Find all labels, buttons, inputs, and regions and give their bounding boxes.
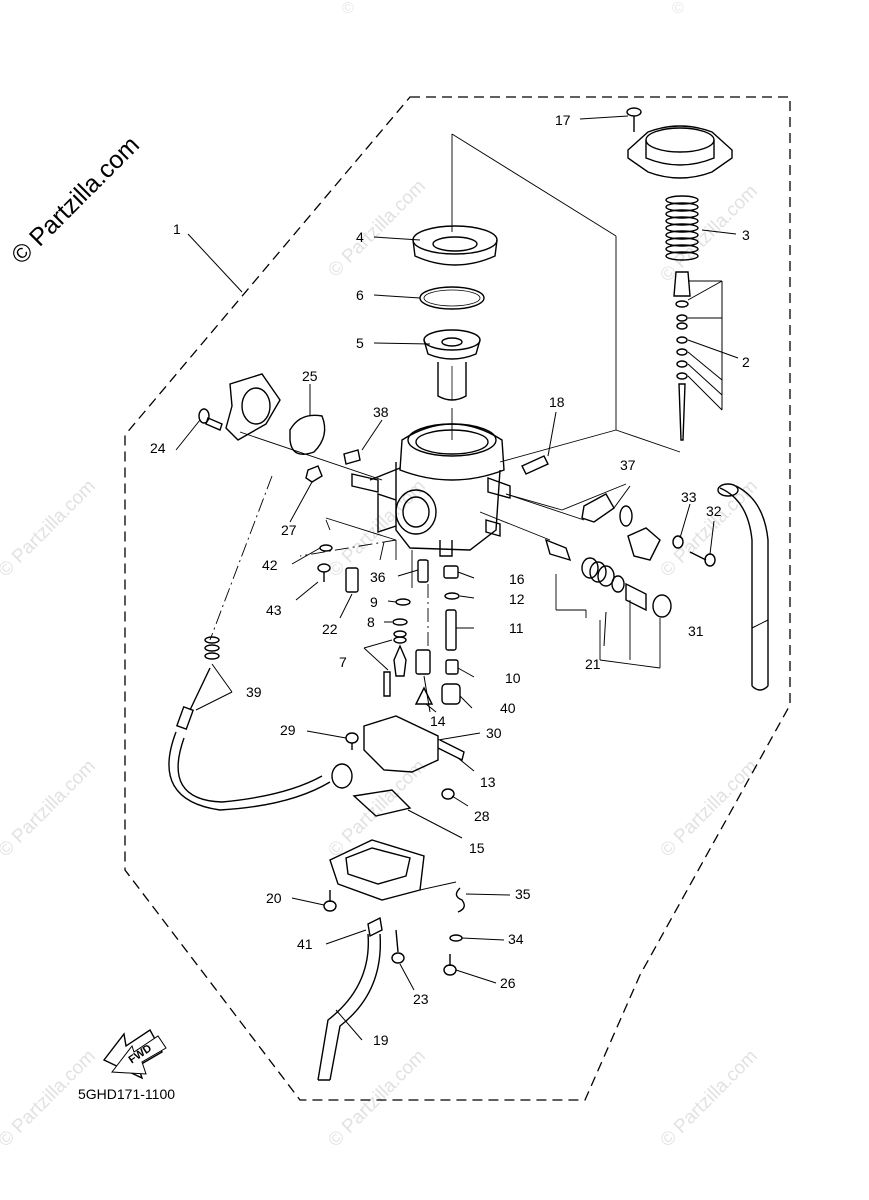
part-33-washer bbox=[672, 535, 684, 549]
part-37-cover bbox=[581, 493, 661, 561]
callout-14: 14 bbox=[430, 713, 446, 729]
callout-16: 16 bbox=[509, 571, 525, 587]
part-5-piston-valve bbox=[423, 329, 481, 401]
part-12-o-ring bbox=[444, 592, 460, 600]
callout-1: 1 bbox=[173, 221, 181, 237]
callout-35: 35 bbox=[515, 886, 531, 902]
callout-12: 12 bbox=[509, 591, 525, 607]
part-29-screw bbox=[345, 732, 359, 750]
part-carburetor-body bbox=[343, 423, 549, 557]
callout-36: 36 bbox=[370, 569, 386, 585]
callout-24: 24 bbox=[150, 440, 166, 456]
callout-3: 3 bbox=[742, 227, 750, 243]
part-43-screw bbox=[317, 563, 331, 582]
callout-38: 38 bbox=[373, 404, 389, 420]
callout-7: 7 bbox=[339, 654, 347, 670]
callout-18: 18 bbox=[549, 394, 565, 410]
part-17-screw bbox=[626, 107, 642, 132]
callout-11: 11 bbox=[509, 620, 524, 636]
part-3-spring bbox=[665, 195, 699, 261]
part-42-washer bbox=[319, 544, 333, 552]
callout-37: 37 bbox=[620, 457, 636, 473]
leader-lines bbox=[175, 115, 769, 1041]
callout-34: 34 bbox=[508, 931, 524, 947]
part-30-float bbox=[363, 715, 439, 773]
part-20-screw bbox=[323, 890, 337, 912]
callout-5: 5 bbox=[356, 335, 364, 351]
part-34-washer bbox=[449, 934, 463, 942]
part-float-bowl bbox=[329, 839, 425, 901]
callout-29: 29 bbox=[280, 722, 296, 738]
part-39-throttle-cable bbox=[168, 636, 353, 811]
part-21-screw-set bbox=[544, 538, 672, 618]
parts-drawing bbox=[168, 107, 769, 1081]
callout-39: 39 bbox=[246, 684, 262, 700]
callout-4: 4 bbox=[356, 229, 364, 245]
part-35-clip bbox=[455, 887, 465, 913]
fwd-arrow: FWD bbox=[102, 1028, 167, 1080]
callout-26: 26 bbox=[500, 975, 516, 991]
callout-33: 33 bbox=[681, 489, 697, 505]
callout-40: 40 bbox=[500, 700, 516, 716]
part-31-hose bbox=[719, 485, 769, 691]
part-2-needle-set bbox=[673, 271, 691, 441]
part-9-o-ring bbox=[395, 598, 411, 606]
part-14-pilot-jet bbox=[415, 649, 431, 675]
part-28-screw bbox=[441, 788, 455, 800]
callout-41: 41 bbox=[297, 936, 313, 952]
callout-43: 43 bbox=[266, 602, 282, 618]
callout-2: 2 bbox=[742, 354, 750, 370]
part-25-gasket bbox=[289, 414, 326, 455]
callout-32: 32 bbox=[706, 503, 722, 519]
part-8-o-ring bbox=[392, 618, 408, 626]
part-cover-cap bbox=[627, 125, 733, 179]
part-23-drain-screw bbox=[391, 929, 405, 964]
callout-23: 23 bbox=[413, 991, 429, 1007]
part-gasket-plate bbox=[225, 373, 281, 441]
callout-27: 27 bbox=[281, 522, 297, 538]
part-22-jet bbox=[345, 567, 359, 593]
part-32-screw bbox=[689, 551, 716, 567]
part-41-clamp bbox=[367, 916, 383, 938]
callout-6: 6 bbox=[356, 287, 364, 303]
callout-9: 9 bbox=[370, 594, 378, 610]
callout-28: 28 bbox=[474, 808, 490, 824]
part-19-drain-hose bbox=[317, 933, 382, 1081]
callout-8: 8 bbox=[367, 614, 375, 630]
part-13-pin bbox=[437, 739, 465, 762]
callout-31: 31 bbox=[688, 623, 704, 639]
part-40-holder bbox=[441, 683, 461, 705]
part-7-float-needle bbox=[383, 630, 407, 697]
part-15-gasket bbox=[352, 789, 412, 817]
assembly-boundary bbox=[124, 96, 791, 1101]
callout-17: 17 bbox=[555, 112, 571, 128]
part-27-nut bbox=[305, 465, 323, 483]
part-14-pilot-jet-tip bbox=[414, 686, 434, 705]
assembly-lines bbox=[239, 133, 681, 891]
part-10-main-jet bbox=[445, 659, 459, 675]
callout-19: 19 bbox=[373, 1032, 389, 1048]
part-36-jet bbox=[417, 559, 429, 583]
callout-25: 25 bbox=[302, 368, 318, 384]
callout-15: 15 bbox=[469, 840, 485, 856]
callout-20: 20 bbox=[266, 890, 282, 906]
callout-10: 10 bbox=[505, 670, 521, 686]
part-26-bolt bbox=[443, 954, 457, 976]
callout-labels: 1 2 3 4 5 6 7 8 9 10 11 12 13 14 15 16 1… bbox=[150, 112, 750, 1048]
callout-30: 30 bbox=[486, 725, 502, 741]
part-11-needle-jet bbox=[445, 609, 457, 651]
callout-22: 22 bbox=[322, 621, 338, 637]
center-lines bbox=[209, 475, 429, 650]
diagram-code: 5GHD171-1100 bbox=[78, 1086, 176, 1102]
part-16-jet bbox=[443, 565, 459, 579]
part-4-diaphragm bbox=[412, 225, 498, 266]
callout-13: 13 bbox=[480, 774, 496, 790]
callout-42: 42 bbox=[262, 557, 278, 573]
callout-21: 21 bbox=[585, 656, 601, 672]
part-24-bolt bbox=[198, 408, 223, 431]
